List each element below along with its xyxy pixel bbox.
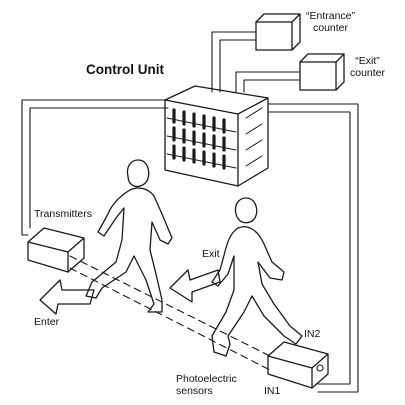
photoelectric-sensors-label: Photoelectric sensors xyxy=(176,373,237,397)
exit-label: Exit xyxy=(202,248,220,260)
walking-person-left xyxy=(85,159,173,313)
control-unit-box xyxy=(164,85,269,187)
entrance-counter-label-line2: counter xyxy=(313,22,349,35)
exit-counter-label-line1: “Exit” xyxy=(355,55,380,67)
exit-counter-label-line2: counter xyxy=(350,67,386,80)
entrance-counter-box xyxy=(255,13,301,51)
sensor-box xyxy=(267,341,329,389)
light-beams xyxy=(69,255,271,371)
in1-label: IN1 xyxy=(264,385,281,397)
entrance-counter-label-line1: “Entrance” xyxy=(306,10,356,22)
in2-label: IN2 xyxy=(304,328,321,340)
transmitters-label: Transmitters xyxy=(34,208,92,220)
exit-counter-label: “Exit” counter xyxy=(350,55,385,79)
control-unit-label: Control Unit xyxy=(86,62,164,77)
entrance-counter-label: “Entrance” counter xyxy=(306,10,355,34)
sensors-label-line2: sensors xyxy=(176,385,213,398)
enter-arrow xyxy=(39,279,95,315)
exit-counter-box xyxy=(299,53,345,91)
running-person-right xyxy=(211,197,303,357)
exit-arrow xyxy=(169,269,221,303)
transmitter-box xyxy=(27,227,85,273)
enter-label: Enter xyxy=(34,316,60,328)
cables xyxy=(21,31,359,393)
sensors-label-line1: Photoelectric xyxy=(176,373,237,385)
